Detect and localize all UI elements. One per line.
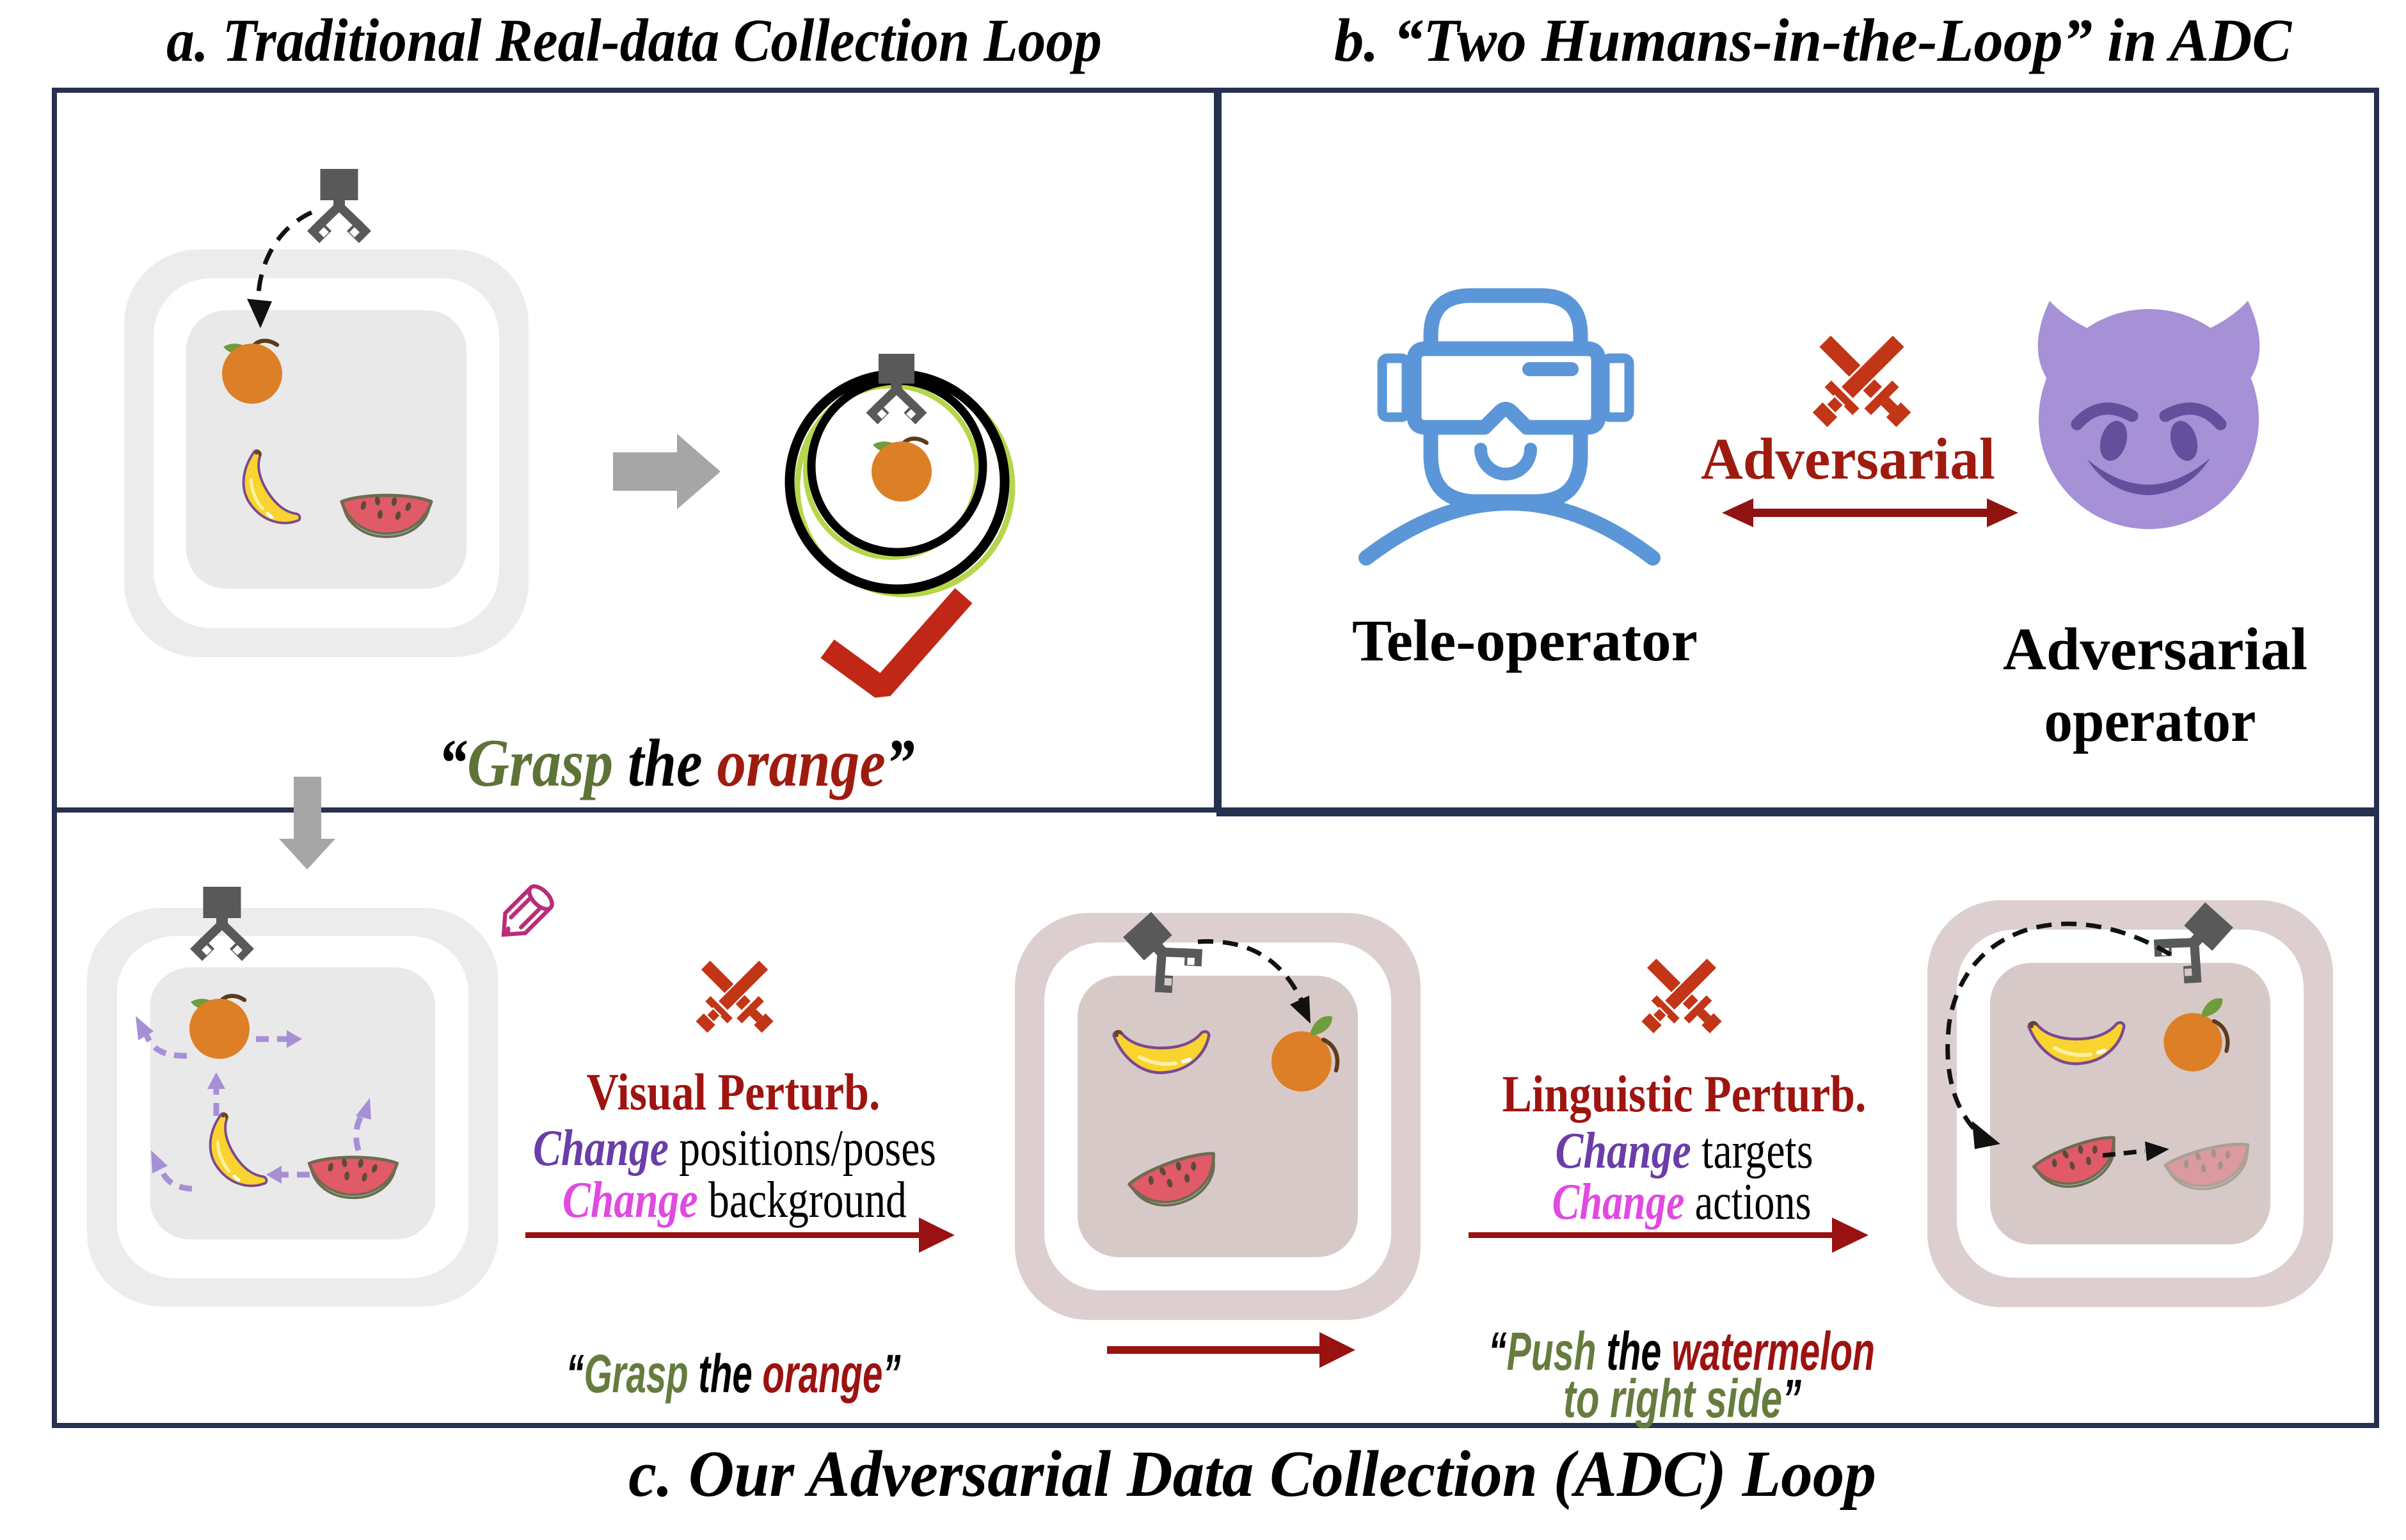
svg-text:operator: operator [2044,687,2256,754]
svg-text:Change actions: Change actions [1552,1173,1812,1230]
svg-text:to right side”: to right side” [1563,1369,1801,1429]
svg-text:“Grasp the orange”: “Grasp the orange” [566,1344,901,1404]
svg-text:Change background: Change background [562,1171,907,1228]
svg-text:Change targets: Change targets [1556,1122,1813,1179]
svg-text:“Push the watermelon: “Push the watermelon [1488,1322,1875,1382]
svg-text:“Grasp the orange”: “Grasp the orange” [438,726,915,801]
svg-text:Change positions/poses: Change positions/poses [533,1120,936,1177]
svg-text:Adversarial: Adversarial [1701,426,1995,492]
svg-text:c. Our Adversarial Data Collec: c. Our Adversarial Data Collection (ADC)… [628,1437,1876,1510]
svg-text:Adversarial: Adversarial [2003,616,2307,683]
svg-text:Visual Perturb.: Visual Perturb. [587,1063,880,1121]
svg-text:a. Traditional Real-data Colle: a. Traditional Real-data Collection Loop [166,7,1102,74]
svg-text:b. “Two Humans-in-the-Loop” in: b. “Two Humans-in-the-Loop” in ADC [1334,7,2293,74]
svg-text:Linguistic Perturb.: Linguistic Perturb. [1502,1065,1867,1123]
svg-text:Tele-operator: Tele-operator [1352,608,1698,674]
